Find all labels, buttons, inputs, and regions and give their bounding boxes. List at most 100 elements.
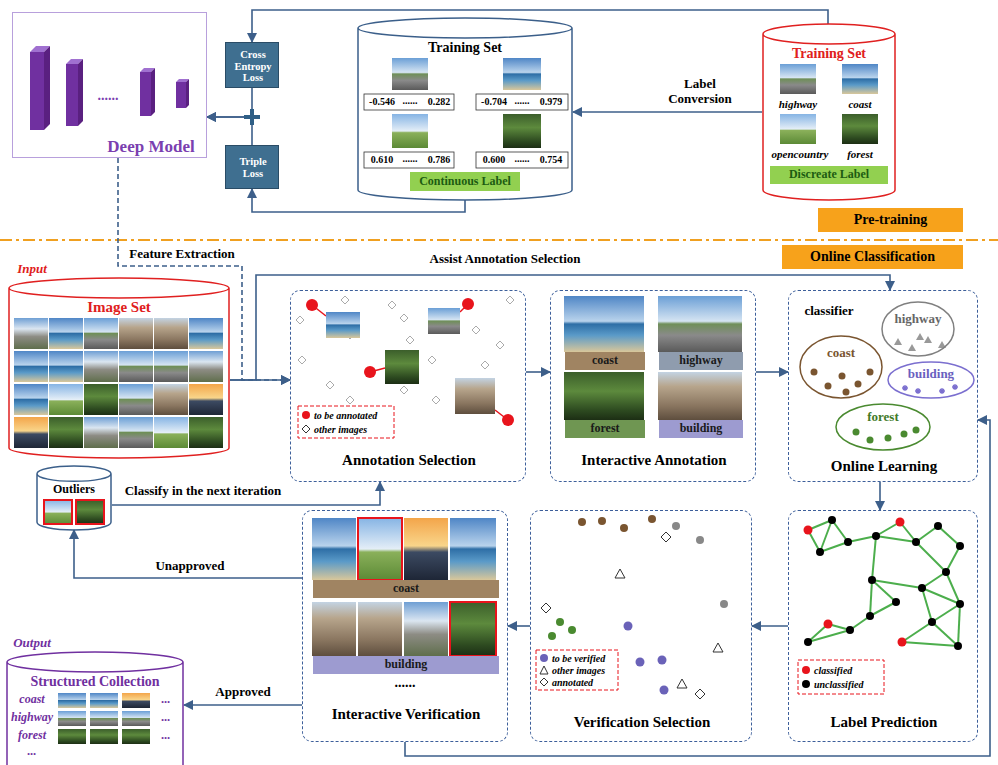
graph-vertex xyxy=(844,538,852,546)
legend-symbol xyxy=(302,425,310,433)
ellipse-outline xyxy=(888,362,974,398)
cluster-sample xyxy=(915,388,921,394)
node-label: coast xyxy=(393,582,419,596)
verification-point xyxy=(556,618,564,626)
annotation-label: -0.546 xyxy=(369,96,395,108)
similarity-graph xyxy=(820,520,832,552)
image-set-thumbnail xyxy=(119,351,153,382)
node-label: Interactive Annotation xyxy=(579,452,729,469)
label-type-bar: Discreate Label xyxy=(770,166,888,184)
legend-text: unclassified xyxy=(814,679,863,690)
cnn-layer xyxy=(30,46,189,130)
label-vector-box xyxy=(364,94,568,168)
graph-vertex xyxy=(956,542,964,550)
annotation-label: forest xyxy=(847,148,873,161)
annotation-label: coast xyxy=(848,98,871,111)
legend-symbol xyxy=(539,665,549,675)
edge-label: Feature Extraction xyxy=(127,247,237,262)
feature-point xyxy=(506,296,514,304)
similarity-graph xyxy=(916,542,946,572)
legend-text: annotated xyxy=(552,677,593,688)
node-label: Cross Entropy Loss xyxy=(230,49,276,84)
outlier-thumbnail xyxy=(44,500,72,524)
image-set-thumbnail xyxy=(189,318,223,349)
cylinder-outline xyxy=(358,18,572,200)
annotated-thumbnail xyxy=(564,296,742,420)
selected-image xyxy=(364,366,376,378)
image-set-thumbnail xyxy=(84,318,118,349)
training-thumbnail xyxy=(503,114,541,148)
legend-text: other images xyxy=(314,424,367,435)
annotation-label: 0.600 xyxy=(483,154,506,166)
legend-frame xyxy=(298,406,884,694)
feature-point xyxy=(400,386,408,394)
verification-thumbnail xyxy=(404,518,448,580)
annotation-label: ...... xyxy=(98,88,119,104)
stage-box: Interactive Annotationcoasthighwayforest… xyxy=(550,290,756,482)
similarity-graph xyxy=(870,580,872,616)
image-set-thumbnail xyxy=(49,417,83,448)
node-label: building xyxy=(680,422,723,436)
stage-tag: Pre-training xyxy=(818,208,963,232)
legend-symbol xyxy=(540,666,548,674)
cluster-sample xyxy=(939,388,945,394)
image-set-thumbnail xyxy=(14,318,48,349)
stage-box: classifierOnline Learningcoasthighwaybui… xyxy=(788,290,978,482)
sum-symbol xyxy=(250,109,254,125)
cluster-sample xyxy=(843,389,850,396)
training-thumbnail xyxy=(392,58,878,148)
node-label: coast xyxy=(592,354,618,368)
cnn-layer xyxy=(186,79,189,108)
training-thumbnail xyxy=(392,58,428,90)
verification-point xyxy=(568,626,576,634)
cluster-sample xyxy=(894,338,902,345)
edge-label: Classify in the next iteration xyxy=(123,484,284,499)
legend-frame xyxy=(298,406,394,438)
collection-thumbnail xyxy=(90,729,118,744)
similarity-graph xyxy=(808,630,850,642)
class-cluster: building xyxy=(887,361,975,399)
similarity-graph xyxy=(916,526,938,542)
verification-thumbnail xyxy=(358,518,402,580)
similarity-graph xyxy=(922,572,946,588)
node-label: classifier xyxy=(804,304,853,319)
similarity-graph xyxy=(902,642,958,646)
cylinder-outline xyxy=(7,652,183,765)
verification-point xyxy=(713,643,723,652)
collection-thumbnail xyxy=(122,693,150,708)
feature-point xyxy=(388,301,396,309)
feature-point xyxy=(472,326,480,334)
node-label: building xyxy=(385,658,428,672)
ellipse-outline xyxy=(881,301,955,357)
node-label: Triple Loss xyxy=(230,156,276,179)
class-cluster: forest xyxy=(835,403,931,451)
flow-arrow xyxy=(118,158,290,380)
training-thumbnail xyxy=(780,64,816,94)
feature-point xyxy=(298,356,306,364)
image-set-cylinder: InputImage Set xyxy=(8,278,230,458)
node-label: Input xyxy=(17,262,47,277)
ellipse-outline xyxy=(800,336,882,398)
node-label: Verification Selection xyxy=(574,714,711,731)
label-vector-box xyxy=(476,94,568,110)
similarity-graph xyxy=(872,536,876,580)
legend-swatch xyxy=(802,666,810,674)
similarity-graph xyxy=(848,536,876,542)
annotation-label: highway xyxy=(11,711,53,725)
graph-vertex xyxy=(912,538,920,546)
edge-label: Unapproved xyxy=(153,559,226,574)
feature-point xyxy=(326,381,334,389)
annotation-label: 0.979 xyxy=(540,96,563,108)
verification-point xyxy=(578,518,586,526)
cylinder-outline xyxy=(36,466,112,530)
annotated-thumbnail xyxy=(658,372,742,420)
image-set-thumbnail xyxy=(14,318,223,448)
similarity-graph xyxy=(946,572,960,604)
stage-box: Interactive Verificationcoastbuilding xyxy=(302,510,508,742)
node-label: Label Prediction xyxy=(831,714,938,731)
selected-image xyxy=(502,414,514,426)
annotated-thumbnail xyxy=(564,372,644,420)
